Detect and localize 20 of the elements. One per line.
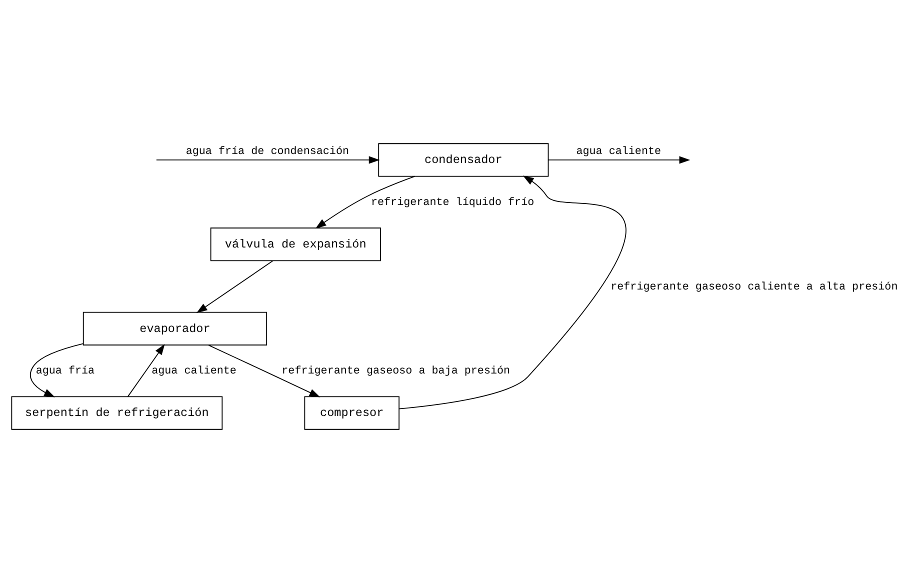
edge-label: refrigerante gaseoso caliente a alta presión — [610, 281, 898, 294]
node-box: evaporador — [82, 312, 268, 346]
arrow — [208, 344, 320, 398]
arrow — [156, 156, 380, 164]
arrow — [30, 343, 84, 398]
node-box: válvula de expansión — [210, 228, 381, 262]
arrow — [196, 260, 274, 314]
arrow — [127, 344, 165, 398]
edge-label: agua caliente — [576, 146, 662, 158]
arrow — [548, 156, 690, 164]
arrow — [315, 176, 416, 229]
node-box: compresor — [304, 396, 400, 430]
node-box: condensador — [378, 143, 549, 177]
edge-label: refrigerante gaseoso a baja presión — [282, 366, 510, 378]
edge-label: refrigerante líquido frío — [370, 196, 534, 209]
arrow — [398, 176, 626, 410]
edge-label: agua fría de condensación — [186, 146, 350, 158]
edge-label: agua fría — [36, 366, 95, 378]
node-box: serpentín de refrigeración — [11, 396, 223, 430]
edge-label: agua caliente — [152, 366, 236, 378]
